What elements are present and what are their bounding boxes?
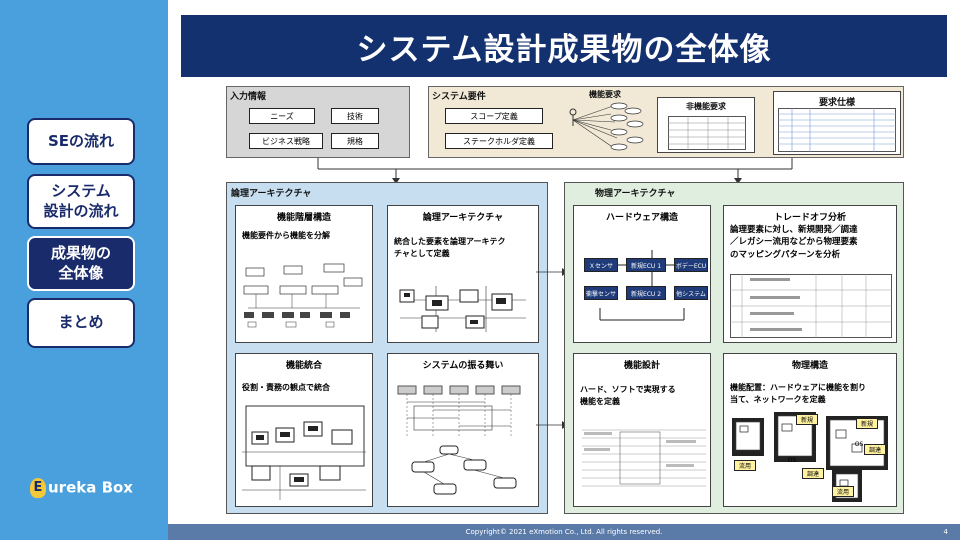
behavior-diagram-icon (397, 385, 521, 495)
panel-title: システムの振る舞い (422, 361, 504, 371)
nav-label: システム 設計の流れ (43, 182, 119, 220)
logical-arch-title: 論理アーキテクチャ (231, 189, 312, 199)
scope-definition: スコープ定義 (445, 108, 543, 124)
nav-label: SEの流れ (47, 131, 115, 150)
integration-diagram-icon (242, 405, 366, 500)
panel-text: 機能要件から機能を分解 (242, 231, 330, 240)
func-req-label: 機能要求 (589, 90, 621, 99)
hw-x-sensor: Ｘセンサ (584, 258, 618, 272)
phys-label-reuse-2: 流用 (832, 486, 854, 497)
physical-arch-box: 物理アーキテクチャ ハードウェア構造 Ｘセンサ 新規ECU 1 ボデーECU 衝… (564, 182, 904, 514)
hw-new-ecu-2: 新規ECU 2 (626, 286, 666, 300)
copyright: Copyright© 2021 eXmotion Co., Ltd. All r… (465, 528, 663, 536)
stakeholder-definition: ステークホルダ定義 (445, 133, 553, 149)
panel-title: トレードオフ分析 (773, 213, 846, 223)
nav-system-design-flow[interactable]: システム 設計の流れ (27, 174, 135, 229)
input-technology: 技術 (331, 108, 379, 124)
phys-label-os-1: OS (787, 457, 797, 464)
req-spec-table-icon (778, 108, 896, 152)
nonfunc-req-panel: 非機能要求 (657, 97, 755, 153)
phys-label-os-2: OS (854, 441, 864, 448)
input-standards: 規格 (331, 133, 379, 149)
panel-text: 論理要素に対し、新規開発／調達 ／レガシー流用などから物理要素 のマッピングパタ… (730, 225, 858, 260)
panel-text: ハード、ソフトで実現する 機能を定義 (580, 385, 676, 406)
func-design-panel: 機能設計 ハード、ソフトで実現する 機能を定義 (573, 353, 711, 507)
nav-deliverables-overview[interactable]: 成果物の 全体像 (27, 236, 135, 291)
input-info-box: 入力情報 ニーズ 技術 ビジネス戦略 規格 (226, 86, 410, 158)
tradeoff-panel: トレードオフ分析 論理要素に対し、新規開発／調達 ／レガシー流用などから物理要素… (723, 205, 897, 343)
hierarchy-diagram-icon (243, 263, 363, 328)
panel-title: 機能統合 (285, 361, 322, 371)
logical-arch-panel: 論理アーキテクチャ 統合した要素を論理アーキテク チャとして定義 (387, 205, 539, 343)
hw-connection-lines (599, 250, 685, 321)
input-business-strategy: ビジネス戦略 (249, 133, 323, 149)
panel-text: 統合した要素を論理アーキテク チャとして定義 (394, 237, 506, 258)
system-behavior-panel: システムの振る舞い (387, 353, 539, 507)
phys-label-reuse-1: 流用 (734, 460, 756, 471)
flow-arrows (317, 158, 793, 184)
physical-structure-panel: 物理構造 機能配置：ハードウェアに機能を割り 当て、ネットワークを定義 新規 新… (723, 353, 897, 507)
nav-se-flow[interactable]: SEの流れ (27, 118, 135, 165)
nonfunc-table-icon (668, 116, 746, 150)
phys-label-procure-1: 調達 (864, 444, 886, 455)
phys-label-new-1: 新規 (796, 414, 818, 425)
input-needs: ニーズ (249, 108, 315, 124)
panel-title: 物理構造 (791, 361, 828, 371)
panel-title: 論理アーキテクチャ (422, 213, 504, 223)
hw-structure-panel: ハードウェア構造 Ｘセンサ 新規ECU 1 ボデーECU 衝撃センサ 新規ECU… (573, 205, 711, 343)
system-req-box: システム要件 スコープ定義 ステークホルダ定義 機能要求 非機能要求 要求仕様 (428, 86, 904, 158)
panel-title: 機能階層構造 (276, 213, 331, 223)
func-integration-panel: 機能統合 役割・責務の観点で統合 (235, 353, 373, 507)
nonfunc-req-label: 非機能要求 (686, 102, 726, 111)
page-title: システム設計成果物の全体像 (181, 15, 947, 77)
nav-label: 成果物の 全体像 (50, 244, 111, 282)
tradeoff-table-icon (730, 274, 892, 338)
system-req-title: システム要件 (432, 92, 486, 102)
panel-text: 機能配置：ハードウェアに機能を割り 当て、ネットワークを定義 (730, 383, 866, 404)
nav-summary[interactable]: まとめ (27, 298, 135, 348)
nav-label: まとめ (58, 313, 104, 332)
hw-new-ecu-1: 新規ECU 1 (626, 258, 666, 272)
use-case-diagram-icon (569, 102, 644, 151)
phys-label-new-2: 新規 (856, 418, 878, 429)
physical-arch-title: 物理アーキテクチャ (595, 189, 676, 199)
footer: Copyright© 2021 eXmotion Co., Ltd. All r… (168, 524, 960, 540)
panel-title: ハードウェア構造 (605, 213, 678, 223)
req-spec-panel: 要求仕様 (773, 91, 901, 155)
hw-body-ecu: ボデーECU (674, 258, 708, 272)
req-spec-label: 要求仕様 (818, 98, 855, 108)
hw-impact-sensor: 衝撃センサ (584, 286, 618, 300)
input-info-title: 入力情報 (230, 92, 267, 102)
logical-arch-diagram-icon (399, 286, 526, 332)
func-design-table-icon (582, 429, 706, 487)
panel-title: 機能設計 (623, 361, 660, 371)
panel-text: 役割・責務の観点で統合 (242, 383, 330, 392)
phys-label-procure-2: 調達 (802, 468, 824, 479)
logical-arch-box: 論理アーキテクチャ 機能階層構造 機能要件から機能を分解 論理アーキテクチャ 統… (226, 182, 548, 514)
func-hierarchy-panel: 機能階層構造 機能要件から機能を分解 (235, 205, 373, 343)
page-number: 4 (943, 528, 948, 536)
lightbulb-icon: E (30, 478, 46, 498)
hw-other-system: 他システム (674, 286, 708, 300)
logo-text: ureka Box (48, 478, 133, 497)
